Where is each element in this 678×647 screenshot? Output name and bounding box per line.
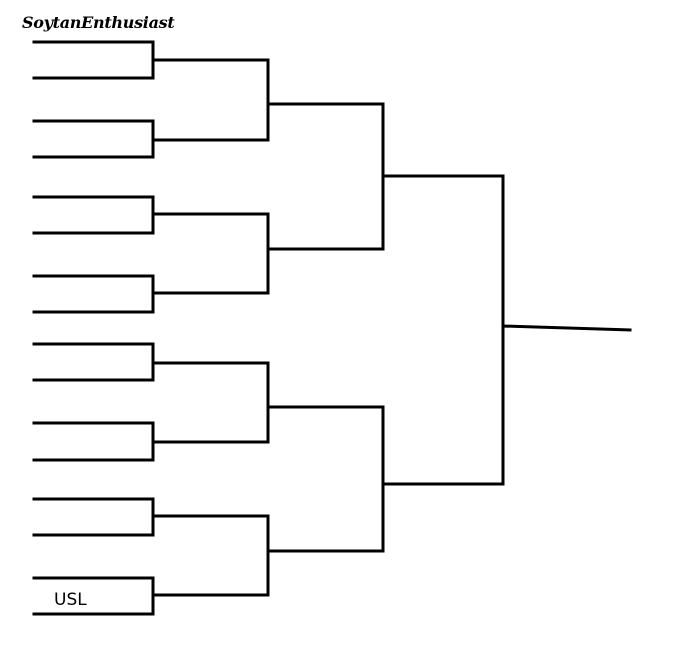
slot-16-label: USL [54,590,87,610]
r2-pair-3 [266,361,385,444]
r2-pair-2 [266,212,385,295]
r1-pair-4 [32,274,270,314]
r3-pair-2 [381,405,505,553]
winner-line [501,324,632,332]
r1-pair-7 [32,497,270,537]
r1-pair-3 [32,195,270,235]
r3-pair-1 [381,102,505,251]
r1-pair-6 [32,421,270,462]
r1-pair-1 [32,40,270,80]
r1-pair-5 [32,342,270,382]
r2-pair-4 [266,514,385,597]
r1-pair-2 [32,119,270,159]
author-watermark: SoytanEnthusiast [22,13,175,32]
r2-pair-1 [266,58,385,142]
r1-pair-8 [32,576,270,616]
